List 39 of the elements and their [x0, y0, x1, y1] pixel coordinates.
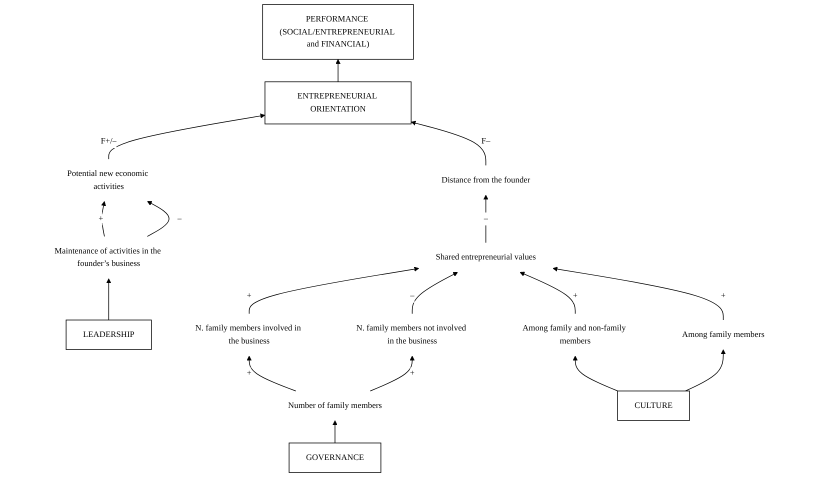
- node-box: GOVERNANCE: [288, 442, 382, 473]
- node-text: N. family members not involved in the business: [356, 324, 466, 346]
- arrow: [685, 349, 726, 392]
- node-text: Potential new economic activities: [67, 169, 148, 191]
- arrow: [552, 266, 724, 320]
- arrow: [108, 114, 266, 160]
- node-box: ENTREPRENEURIAL ORIENTATION: [264, 81, 412, 124]
- edge-label: +: [246, 368, 252, 378]
- node-text: Number of family members: [288, 401, 382, 410]
- node-text: Maintenance of activities in the founder’s business: [54, 246, 161, 268]
- arrow: [336, 59, 341, 82]
- node-box: LEADERSHIP: [66, 320, 152, 350]
- edge-label: F+/–: [100, 136, 117, 146]
- arrow: [520, 272, 576, 314]
- arrow: [332, 420, 338, 444]
- edge-label: –: [410, 291, 414, 300]
- edge-label: +: [410, 368, 415, 378]
- edge-label: +: [98, 214, 104, 224]
- arrow: [410, 120, 486, 166]
- edge-label: +: [720, 291, 726, 300]
- arrow: [572, 356, 618, 392]
- node-text: Shared entrepreneurial values: [436, 252, 536, 262]
- edge-label: –: [484, 214, 488, 224]
- arrow: [483, 194, 488, 244]
- edge-label: +: [572, 291, 578, 300]
- node-box: CULTURE: [617, 390, 690, 421]
- edge-label: F–: [481, 136, 490, 146]
- edge-label: –: [177, 214, 182, 224]
- arrow: [146, 201, 170, 237]
- node-text: Among family members: [682, 330, 764, 340]
- arrow: [412, 272, 458, 314]
- arrow: [106, 278, 112, 320]
- node-text: Among family and non-family members: [522, 324, 626, 346]
- arrow: [248, 266, 420, 314]
- node-box: PERFORMANCE (SOCIAL/ENTREPRENEURIAL and FINANCIAL): [262, 4, 414, 60]
- node-text: Distance from the founder: [441, 176, 530, 185]
- edge-label: +: [246, 291, 252, 300]
- node-text: N. family members involved in the business: [195, 324, 301, 346]
- arrow: [101, 201, 106, 237]
